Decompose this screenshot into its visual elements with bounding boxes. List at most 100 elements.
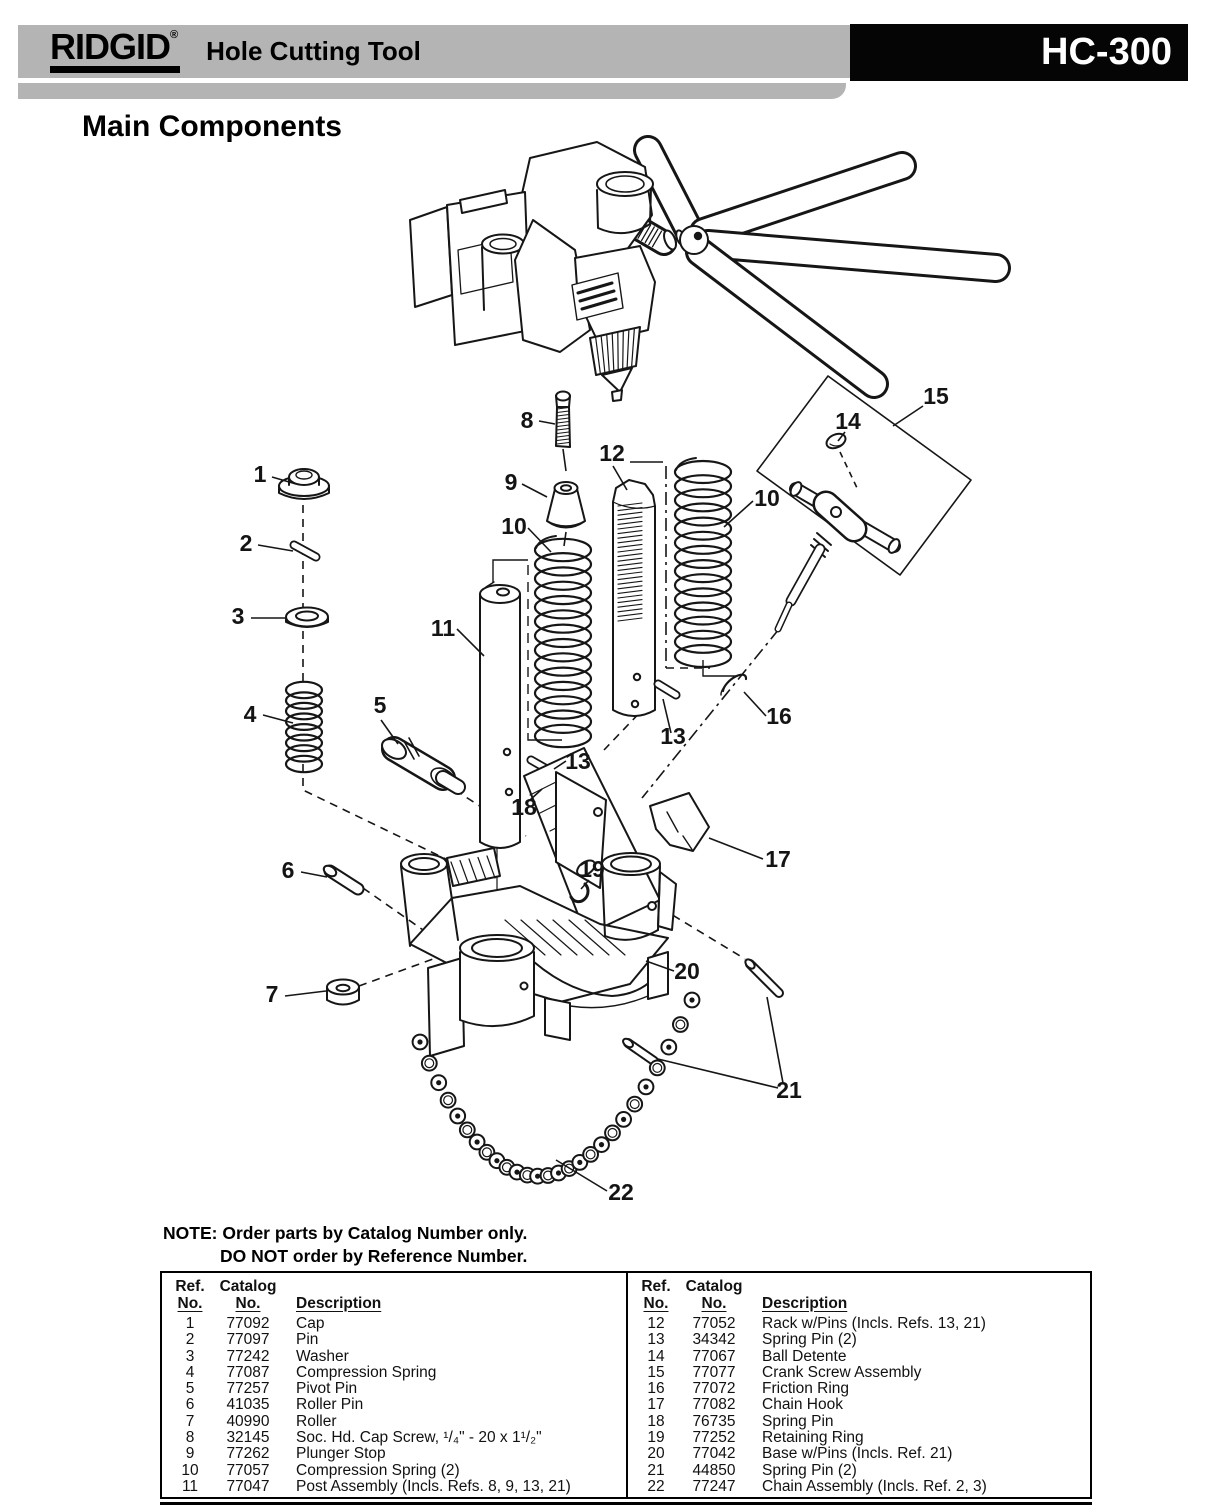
part-description: Chain Hook: [762, 1396, 843, 1414]
ref-header-2: No.: [177, 1294, 203, 1312]
catalog-no: 77262: [226, 1445, 270, 1463]
part-description: Friction Ring: [762, 1380, 849, 1398]
callout-label-13: 13: [565, 748, 591, 774]
callout-label-18: 18: [511, 794, 537, 820]
catalog-no: 77057: [226, 1461, 270, 1479]
callout-label-15: 15: [923, 383, 949, 409]
part-description: Spring Pin (2): [762, 1331, 857, 1349]
ref-no: 18: [647, 1412, 665, 1430]
ref-no: 6: [185, 1396, 195, 1414]
part-description: Spring Pin (2): [762, 1461, 857, 1479]
catalog-no: 76735: [692, 1412, 736, 1430]
catalog-no: 44850: [692, 1461, 736, 1479]
catalog-no: 77052: [692, 1315, 736, 1332]
catalog-header-2: No.: [701, 1294, 727, 1312]
callout-label-14: 14: [835, 408, 861, 434]
part-description: Retaining Ring: [762, 1429, 864, 1447]
part-row: 3 77242 Washer: [170, 1347, 626, 1365]
part-description: Roller Pin: [296, 1396, 364, 1414]
part-row: 20 77042 Base w/Pins (Incls. Ref. 21): [636, 1445, 1090, 1463]
ref-no: 21: [647, 1461, 665, 1479]
ref-no: 19: [647, 1429, 665, 1447]
ridgid-logo: RIDGID®: [50, 28, 181, 74]
catalog-no: 77097: [226, 1331, 270, 1349]
catalog-no: 77042: [692, 1445, 736, 1463]
callout-label-4: 4: [244, 701, 257, 727]
note-text-2: DO NOT order by Reference Number.: [220, 1246, 528, 1266]
order-note: NOTE: Order parts by Catalog Number only…: [163, 1222, 527, 1268]
ref-header-2: No.: [643, 1294, 669, 1312]
part-description: Chain Assembly (Incls. Ref. 2, 3): [762, 1477, 987, 1495]
callout-label-5: 5: [374, 692, 387, 718]
ref-no: 3: [185, 1347, 195, 1365]
part-description: Compression Spring (2): [296, 1461, 460, 1479]
callout-label-10: 10: [501, 513, 527, 539]
description-col-header: Description: [296, 1294, 382, 1312]
catalog-no: 77252: [692, 1429, 736, 1447]
catalog-no: 34342: [692, 1331, 736, 1349]
part-description: Washer: [296, 1347, 349, 1365]
section-title: Main Components: [82, 110, 342, 143]
ref-no: 7: [185, 1412, 195, 1430]
catalog-no: 77067: [692, 1347, 736, 1365]
part-row: 12 77052 Rack w/Pins (Incls. Refs. 13, 21): [636, 1315, 1090, 1332]
part-description: Roller: [296, 1412, 337, 1430]
footer-rule: [160, 1502, 1092, 1505]
order-note-line1: NOTE: Order parts by Catalog Number only…: [163, 1222, 527, 1245]
callout-label-22: 22: [608, 1179, 634, 1205]
note-prefix: NOTE:: [163, 1223, 218, 1243]
catalog-no: 77087: [226, 1363, 270, 1381]
callout-label-12: 12: [599, 440, 625, 466]
catalog-header-2: No.: [235, 1294, 261, 1312]
part-description: Spring Pin: [762, 1412, 834, 1430]
callout-label-19: 19: [579, 856, 605, 882]
part-description: Rack w/Pins (Incls. Refs. 13, 21): [762, 1315, 986, 1332]
part-description: Base w/Pins (Incls. Ref. 21): [762, 1445, 953, 1463]
part-description: Pin: [296, 1331, 319, 1349]
part-description: Compression Spring: [296, 1363, 437, 1381]
part-row: 19 77252 Retaining Ring: [636, 1429, 1090, 1447]
part-description: Plunger Stop: [296, 1445, 386, 1463]
callout-label-17: 17: [765, 846, 791, 872]
catalog-no: 77077: [692, 1363, 736, 1381]
callout-label-21: 21: [776, 1077, 802, 1103]
ref-no: 5: [185, 1380, 195, 1398]
callout-label-11: 11: [431, 615, 456, 641]
ref-no: 1: [185, 1315, 195, 1332]
callout-label-3: 3: [232, 603, 245, 629]
ref-no: 20: [647, 1445, 665, 1463]
catalog-no: 77247: [692, 1477, 736, 1495]
ref-header-1: Ref.: [641, 1278, 671, 1295]
callout-label-13: 13: [660, 723, 686, 749]
catalog-header-1: Catalog: [219, 1278, 277, 1295]
callout-label-20: 20: [674, 958, 700, 984]
catalog-no: 77242: [226, 1347, 270, 1365]
ref-no: 12: [647, 1315, 665, 1332]
ref-header-1: Ref.: [175, 1278, 205, 1295]
brand-text: RIDGID: [50, 25, 171, 67]
part-description: Ball Detente: [762, 1347, 847, 1365]
ref-no: 15: [647, 1363, 665, 1381]
catalog-no: 77082: [692, 1396, 736, 1414]
catalog-no: 77047: [226, 1477, 270, 1495]
catalog-no: 77092: [226, 1315, 270, 1332]
ref-no: 13: [647, 1331, 665, 1349]
ref-no: 4: [185, 1363, 195, 1381]
callout-label-7: 7: [266, 981, 279, 1007]
model-badge: HC-300: [850, 24, 1188, 81]
part-description: Cap: [296, 1315, 325, 1332]
header-accent-bar: [18, 83, 846, 99]
